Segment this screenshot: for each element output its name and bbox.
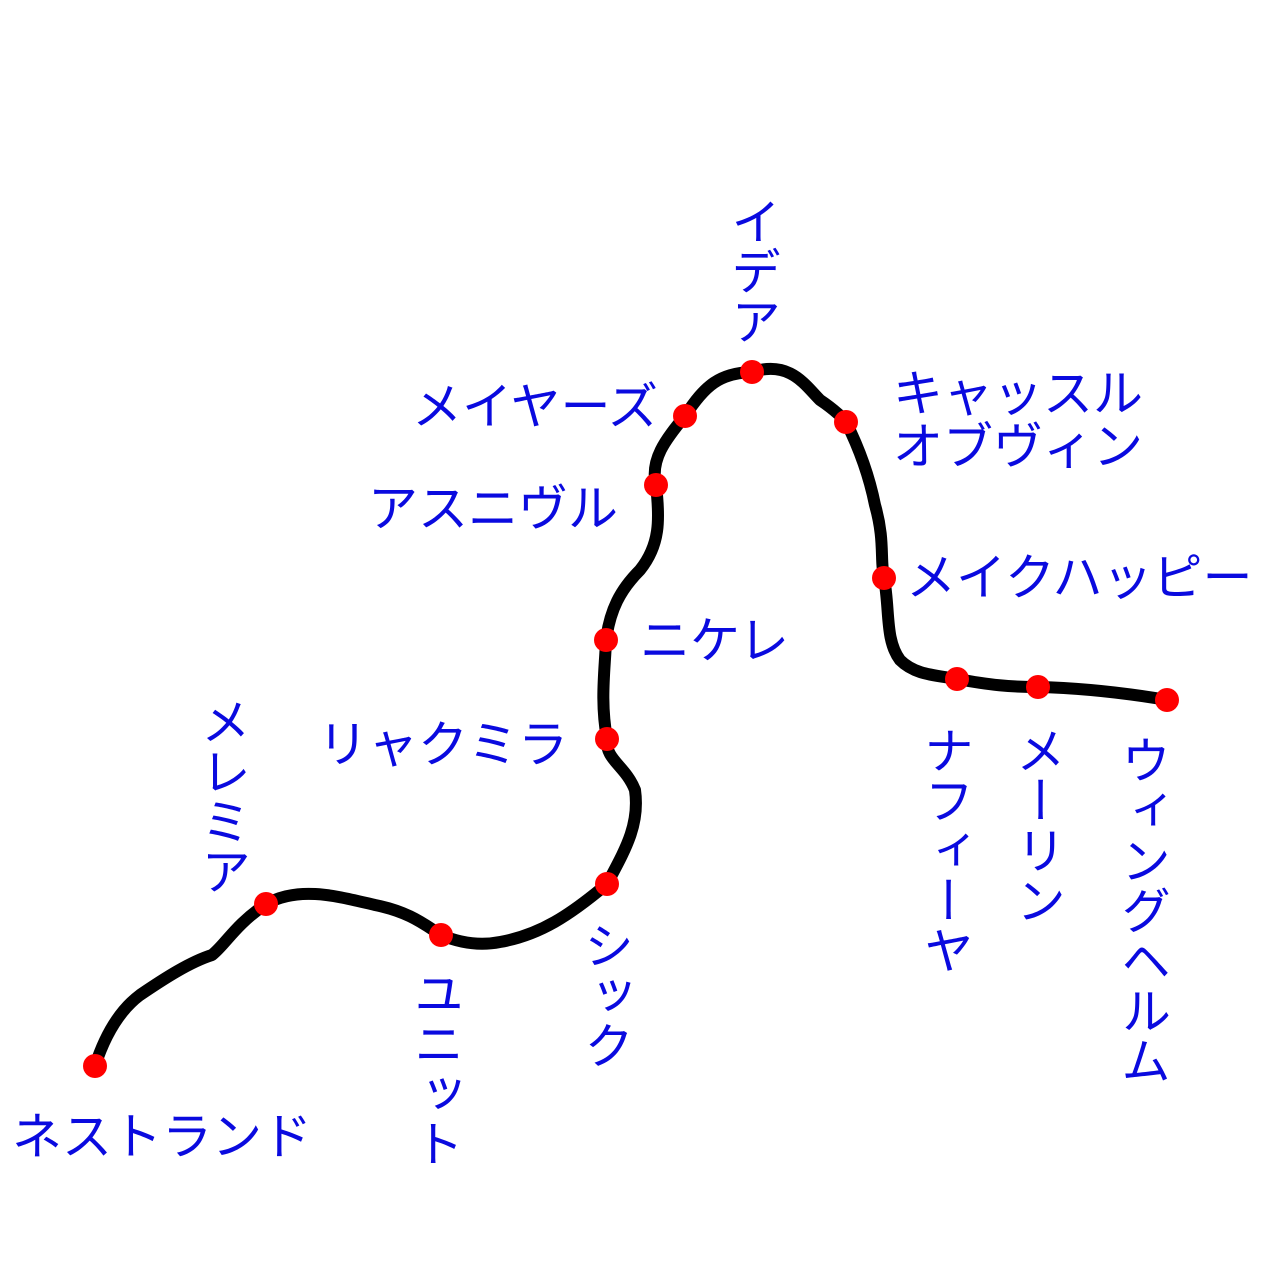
station-dot-castle[interactable] — [834, 410, 858, 434]
station-dot-meremia[interactable] — [254, 892, 278, 916]
station-label-meerin: メーリン — [1008, 725, 1066, 925]
station-label-asunivul: アスニヴル — [368, 480, 618, 538]
station-dot-winghelm[interactable] — [1155, 688, 1179, 712]
station-label-nestrand: ネストランド — [12, 1108, 312, 1166]
station-label-castle-line2: オブヴィン — [893, 417, 1143, 476]
station-label-ryakumira: リャクミラ — [318, 716, 568, 774]
station-dot-asunivul[interactable] — [644, 473, 668, 497]
station-dot-idea[interactable] — [740, 360, 764, 384]
station-dot-ryakumira[interactable] — [595, 727, 619, 751]
station-dot-nikere[interactable] — [594, 628, 618, 652]
station-dot-nestrand[interactable] — [83, 1054, 107, 1078]
station-dot-unit[interactable] — [429, 923, 453, 947]
station-label-sick: シック — [576, 920, 634, 1070]
station-dot-meerin[interactable] — [1026, 675, 1050, 699]
station-label-makehappy: メイクハッピー — [906, 549, 1253, 607]
station-label-nafiiya: ナフィーヤ — [916, 725, 974, 975]
station-label-unit: ユニット — [406, 968, 464, 1168]
station-dot-meiyaazu[interactable] — [673, 404, 697, 428]
station-label-nikere: ニケレ — [640, 612, 789, 670]
station-dot-sick[interactable] — [595, 872, 619, 896]
rail-line — [89, 362, 1173, 1072]
stations — [83, 360, 1179, 1078]
station-label-winghelm: ウィングヘルム — [1113, 735, 1171, 1085]
station-label-idea: イデア — [723, 196, 781, 346]
station-dot-makehappy[interactable] — [872, 566, 896, 590]
station-label-castle-line1: キャッスル — [893, 365, 1143, 423]
station-label-castle: キャッスル オブヴィン — [893, 368, 1143, 473]
station-label-meremia: メレミア — [193, 696, 251, 896]
station-dot-nafiiya[interactable] — [945, 667, 969, 691]
station-label-meiyaazu: メイヤーズ — [412, 378, 658, 436]
